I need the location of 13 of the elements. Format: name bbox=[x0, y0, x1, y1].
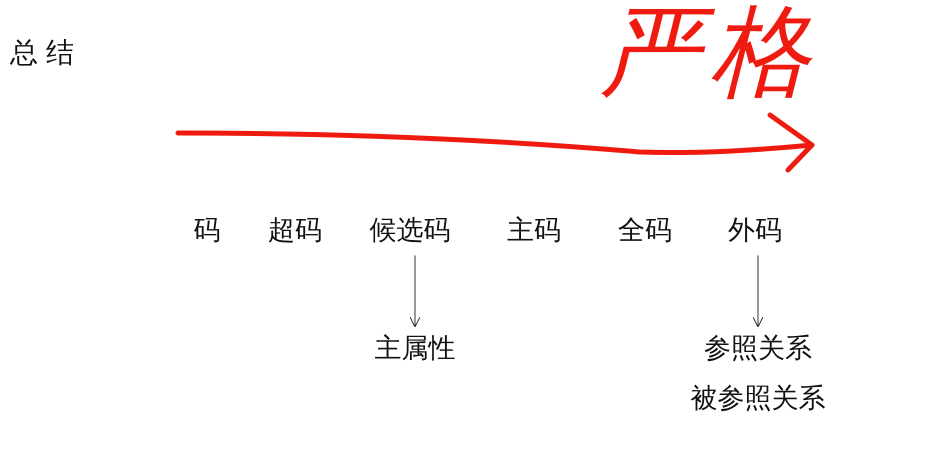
term-label: 外码 bbox=[728, 215, 782, 248]
term-label: 超码 bbox=[268, 215, 322, 248]
handwritten-note: 严格 bbox=[600, 0, 820, 112]
term-label: 全码 bbox=[618, 215, 672, 248]
term-label: 参照关系 bbox=[704, 333, 812, 366]
arrow bbox=[752, 254, 764, 328]
title: 总结 bbox=[10, 35, 82, 71]
term-label: 被参照关系 bbox=[690, 383, 826, 416]
term-label: 码 bbox=[194, 215, 220, 248]
arrow bbox=[410, 254, 420, 328]
term-label: 主属性 bbox=[374, 333, 456, 366]
term-label: 候选码 bbox=[370, 215, 450, 248]
term-label: 主码 bbox=[507, 215, 561, 248]
